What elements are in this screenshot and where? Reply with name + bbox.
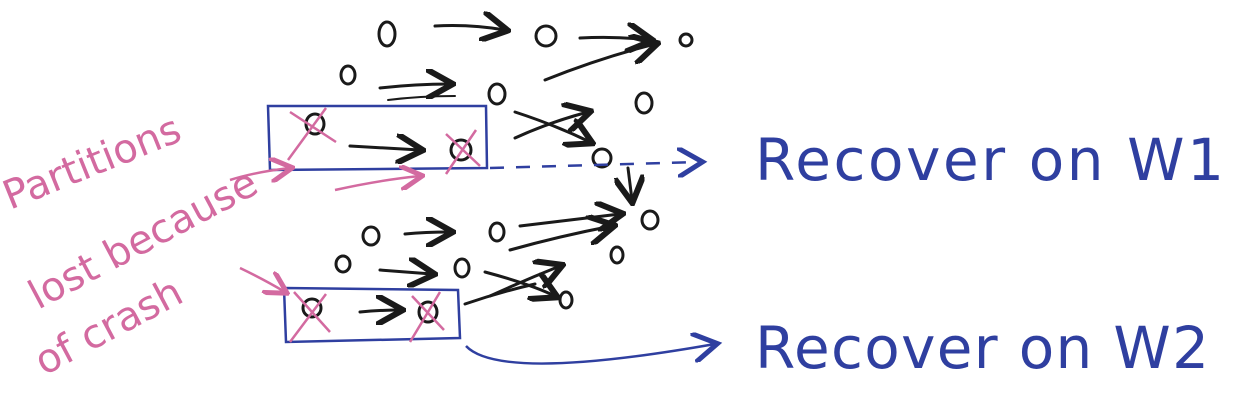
crash-cross-mark xyxy=(286,107,337,161)
dependency-arrow xyxy=(378,270,432,274)
crash-cross-mark xyxy=(444,129,481,175)
partition-node xyxy=(488,221,506,243)
partition-node xyxy=(487,82,507,106)
lost-partitions-box-top xyxy=(266,104,489,175)
bottom-partition-graph xyxy=(334,209,660,312)
crash-cross-mark xyxy=(289,291,331,343)
dependency-arrow xyxy=(513,110,590,142)
dependency-arrow xyxy=(518,214,620,226)
partition-node xyxy=(339,64,357,86)
dependency-arrow xyxy=(463,282,537,306)
recover-on-w2-label: Recover on W2 xyxy=(755,314,1210,382)
partition-node xyxy=(534,24,558,48)
partition-node xyxy=(558,290,574,310)
dependency-arrow xyxy=(358,310,400,312)
recover-on-w1-label: Recover on W1 xyxy=(755,126,1225,194)
crash-annotation-pointers xyxy=(229,168,420,292)
dependency-arrow xyxy=(378,84,450,88)
crash-cross-mark xyxy=(408,291,445,343)
crash-annotation: Partitions lost because of crash xyxy=(0,106,265,384)
partition-node xyxy=(678,32,694,48)
partition-node xyxy=(361,225,381,247)
dependency-arrow xyxy=(348,146,420,150)
dependency-arrow xyxy=(628,166,632,200)
annotation-line-1: Partitions xyxy=(0,106,188,219)
partition-node xyxy=(640,209,660,231)
partition-node xyxy=(591,147,613,169)
recover-w2-arrow xyxy=(465,344,715,365)
lost-partition-node xyxy=(301,297,323,319)
partition-node xyxy=(453,257,471,279)
dependency-arrow xyxy=(543,44,655,82)
dependency-arrow xyxy=(433,26,505,31)
dependency-arrow xyxy=(513,112,588,140)
dependency-arrow xyxy=(508,226,612,252)
partition-node xyxy=(609,245,625,265)
partition-node xyxy=(377,20,397,48)
top-partition-graph xyxy=(339,20,694,200)
partition-node xyxy=(634,91,654,115)
recover-w1-arrow xyxy=(489,162,700,168)
lost-partition-node xyxy=(449,138,473,162)
dependency-arrow xyxy=(403,232,450,234)
dependency-arrow xyxy=(387,95,456,101)
dependency-arrow xyxy=(578,37,650,40)
lost-partition-node xyxy=(417,300,439,324)
lost-partition-node xyxy=(304,112,326,136)
dependency-arrow xyxy=(483,270,555,296)
partition-node xyxy=(334,254,352,274)
lost-partitions-box-bottom xyxy=(282,286,462,344)
